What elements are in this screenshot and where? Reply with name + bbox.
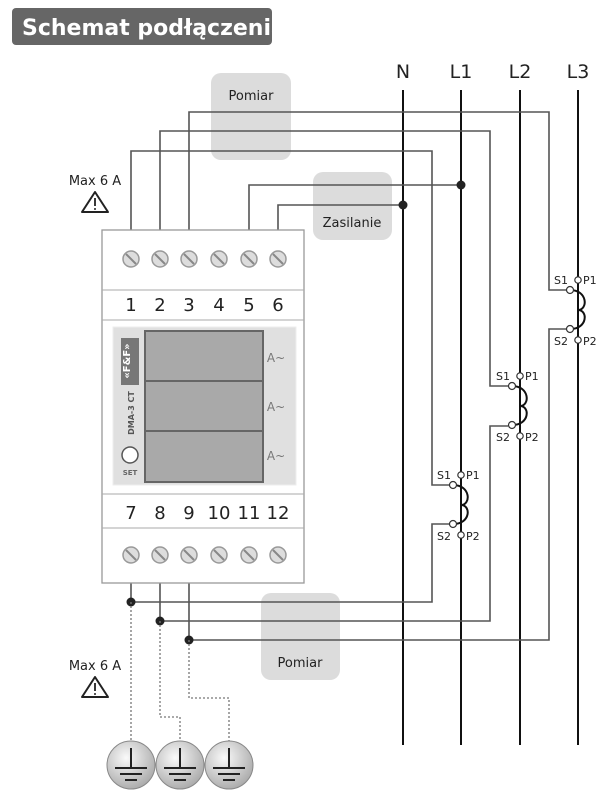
terminal-screw <box>269 546 287 564</box>
ct-label-s2: S2 <box>554 335 568 348</box>
terminal-number: 8 <box>154 503 165 524</box>
terminal-screw <box>210 546 228 564</box>
title-banner: Schemat podłączenia <box>12 8 286 45</box>
unit-label: A~ <box>267 351 285 365</box>
set-label: SET <box>123 469 138 477</box>
ct-label-p1: P1 <box>583 274 597 287</box>
line-label: L3 <box>567 61 590 83</box>
unit-label: A~ <box>267 400 285 414</box>
line-label: L1 <box>450 61 473 83</box>
terminal-screw <box>122 546 140 564</box>
max-current-warning-bottom: Max 6 A <box>69 659 121 698</box>
ct-label-s1: S1 <box>496 370 510 383</box>
terminal-number: 4 <box>213 295 224 316</box>
max-current-warning-top: Max 6 A <box>69 174 121 213</box>
terminal-screw <box>269 250 287 268</box>
pomiar-label: Pomiar <box>229 89 275 104</box>
terminal-screw <box>122 250 140 268</box>
set-button[interactable] <box>121 446 139 464</box>
pomiar-label: Pomiar <box>278 656 324 671</box>
terminal-number: 11 <box>238 503 261 524</box>
phase-lines: N L1 L2 L3 <box>396 61 589 745</box>
terminal-number: 5 <box>243 295 254 316</box>
terminal-number: 12 <box>267 503 290 524</box>
terminal-number: 7 <box>125 503 136 524</box>
terminal-screw <box>240 250 258 268</box>
ct-label-p2: P2 <box>583 335 597 348</box>
svg-text:Max 6 A: Max 6 A <box>69 659 121 674</box>
ct-label-p1: P1 <box>525 370 539 383</box>
ground-icon <box>106 740 156 790</box>
terminal-screw <box>151 250 169 268</box>
ground-icon <box>155 740 205 790</box>
terminal-number: 1 <box>125 295 136 316</box>
ct-label-p1: P1 <box>466 469 480 482</box>
terminal-number: 10 <box>208 503 231 524</box>
zasilanie-label: Zasilanie <box>323 216 382 231</box>
terminal-number: 9 <box>183 503 194 524</box>
terminal-number: 2 <box>154 295 165 316</box>
zasilanie-box: Zasilanie <box>313 172 392 240</box>
ct-label-s1: S1 <box>554 274 568 287</box>
ct-label-s2: S2 <box>437 530 451 543</box>
terminal-screw <box>240 546 258 564</box>
brand-logo-text: «F&F» <box>122 343 133 378</box>
ct-label-p2: P2 <box>525 431 539 444</box>
line-label: L2 <box>509 61 532 83</box>
terminal-screw <box>180 250 198 268</box>
dma-3-ct-device: «F&F» DMA-3 CT SET A~ A~ A~ 1 7 2 8 3 9 4 10 5 11… <box>101 229 305 584</box>
terminal-number: 3 <box>183 295 194 316</box>
ground-icon <box>204 740 254 790</box>
pomiar-box-bottom: Pomiar <box>261 593 340 680</box>
ct-label-p2: P2 <box>466 530 480 543</box>
pomiar-box-top: Pomiar <box>211 73 291 160</box>
brand-logo <box>121 338 139 385</box>
terminal-screw <box>180 546 198 564</box>
display <box>144 330 264 483</box>
unit-label: A~ <box>267 449 285 463</box>
model-label: DMA-3 CT <box>127 391 136 435</box>
terminal-screw <box>151 546 169 564</box>
line-label: N <box>396 61 410 83</box>
terminal-screw <box>210 250 228 268</box>
svg-text:Max 6 A: Max 6 A <box>69 174 121 189</box>
page-title: Schemat podłączenia <box>22 16 286 41</box>
ct-label-s2: S2 <box>496 431 510 444</box>
wires <box>126 111 567 741</box>
terminal-number: 6 <box>272 295 283 316</box>
ct-label-s1: S1 <box>437 469 451 482</box>
